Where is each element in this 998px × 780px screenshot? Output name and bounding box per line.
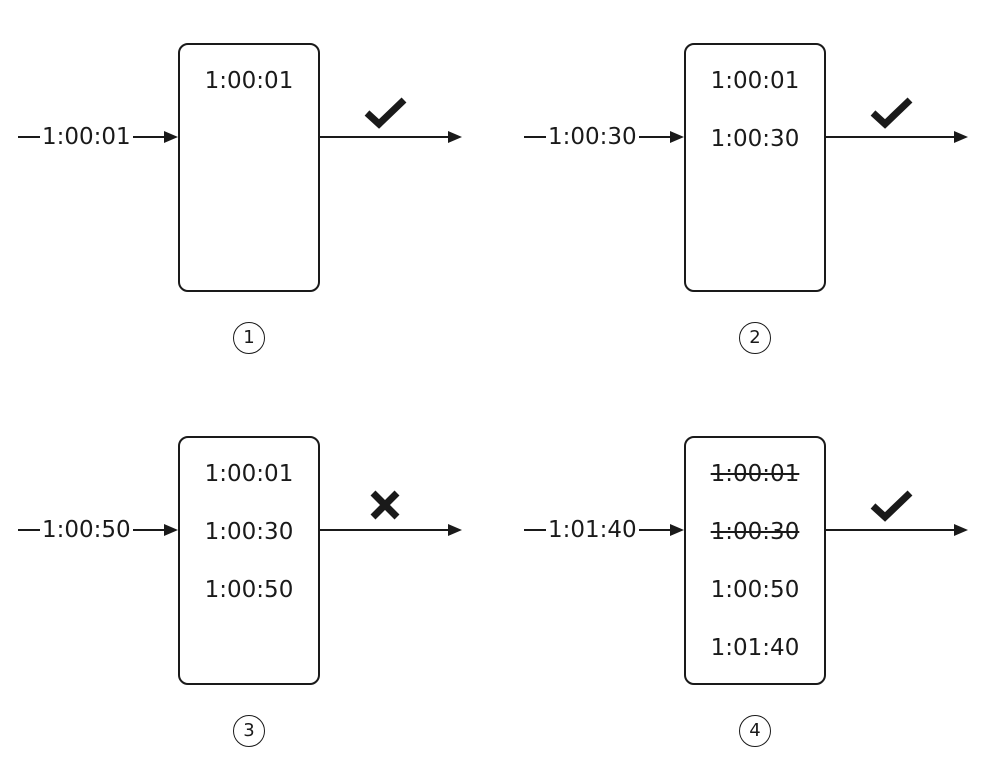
check-icon xyxy=(870,95,914,135)
request-timestamp: 1:01:40 xyxy=(546,516,639,544)
output-arrow-head xyxy=(954,131,968,143)
check-icon xyxy=(870,488,914,528)
log-entry: 1:00:01 xyxy=(204,461,294,487)
output-arrow xyxy=(826,529,958,531)
panel-3: 1:00:50 1:00:01 1:00:30 1:00:50 3 xyxy=(0,393,499,780)
request-timestamp: 1:00:30 xyxy=(546,123,639,151)
step-number: 1 xyxy=(233,322,265,354)
log-entry-removed: 1:00:30 xyxy=(710,519,800,545)
log-entry: 1:00:30 xyxy=(710,126,800,152)
input-arrow-head xyxy=(164,524,178,536)
request-timestamp: 1:00:01 xyxy=(40,123,133,151)
log-entry: 1:00:01 xyxy=(710,68,800,94)
panel-4: 1:01:40 1:00:01 1:00:30 1:00:50 1:01:40 4 xyxy=(506,393,998,780)
log-box: 1:00:01 xyxy=(178,43,320,292)
step-number: 3 xyxy=(233,715,265,747)
log-entry: 1:00:50 xyxy=(204,577,294,603)
log-box: 1:00:01 1:00:30 1:00:50 xyxy=(178,436,320,685)
log-box: 1:00:01 1:00:30 xyxy=(684,43,826,292)
panel-2: 1:00:30 1:00:01 1:00:30 2 xyxy=(506,0,998,387)
output-arrow-head xyxy=(448,524,462,536)
request-timestamp: 1:00:50 xyxy=(40,516,133,544)
output-arrow xyxy=(320,136,452,138)
output-arrow-head xyxy=(954,524,968,536)
step-number: 4 xyxy=(739,715,771,747)
input-arrow-head xyxy=(670,524,684,536)
log-box: 1:00:01 1:00:30 1:00:50 1:01:40 xyxy=(684,436,826,685)
log-entry: 1:00:01 xyxy=(204,68,294,94)
output-arrow xyxy=(320,529,452,531)
output-arrow-head xyxy=(448,131,462,143)
step-number: 2 xyxy=(739,322,771,354)
log-entry: 1:00:30 xyxy=(204,519,294,545)
input-arrow-head xyxy=(670,131,684,143)
cross-icon xyxy=(364,488,408,528)
output-arrow xyxy=(826,136,958,138)
check-icon xyxy=(364,95,408,135)
panel-1: 1:00:01 1:00:01 1 xyxy=(0,0,499,387)
log-entry: 1:01:40 xyxy=(710,635,800,661)
log-entry: 1:00:50 xyxy=(710,577,800,603)
log-entry-removed: 1:00:01 xyxy=(710,461,800,487)
input-arrow-head xyxy=(164,131,178,143)
